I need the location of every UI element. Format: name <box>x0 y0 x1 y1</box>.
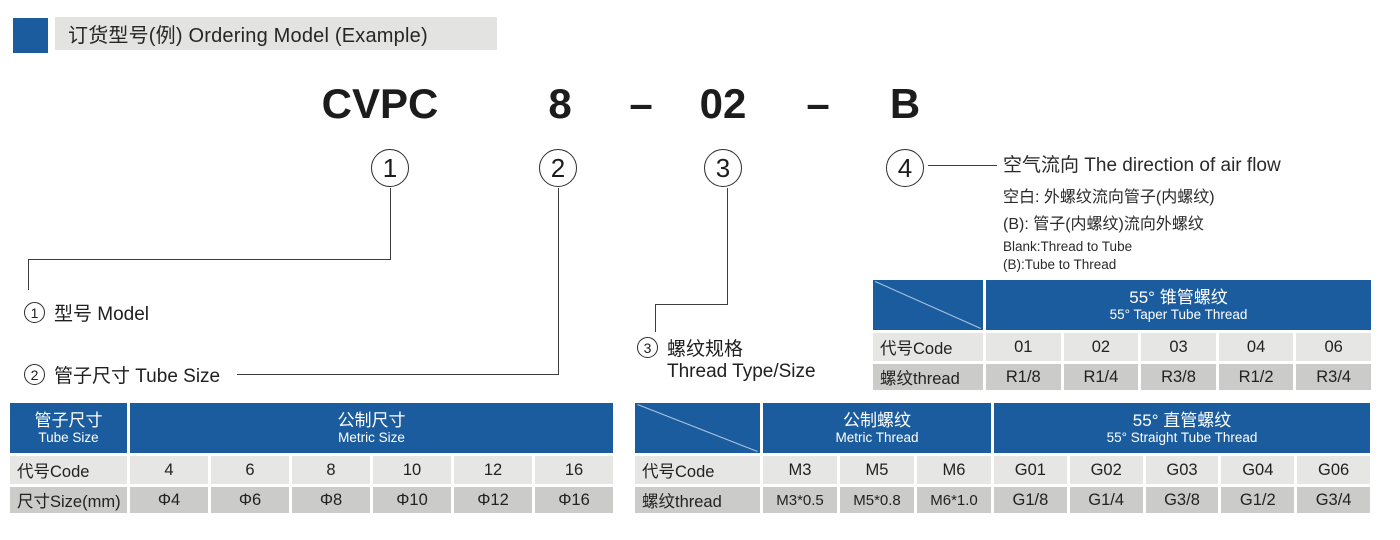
taper-code-cell: 01 <box>986 333 1061 361</box>
callout-2-text: 管子尺寸 Tube Size <box>54 366 221 387</box>
callout-circle-2: 2 <box>539 149 577 187</box>
thread-spec-cell: G1/4 <box>1069 487 1143 513</box>
straight-thread-group-header: 55° 直管螺纹 55° Straight Tube Thread <box>994 403 1370 453</box>
tube-size-cell: Φ16 <box>535 487 613 513</box>
thread-code-cell: G03 <box>1145 456 1219 484</box>
tube-size-row-label: 尺寸Size(mm) <box>10 487 127 513</box>
tube-code-cell: 16 <box>535 456 613 484</box>
thread-code-cell: M3 <box>763 456 837 484</box>
thread-spec-cell: M6*1.0 <box>917 487 991 513</box>
thread-spec-cell: G1/2 <box>1221 487 1295 513</box>
callout-1-text: 型号 Model <box>54 304 150 325</box>
model-code-size: 8 <box>548 80 572 127</box>
thread-table-corner-cell <box>635 403 760 453</box>
tube-table-group-header: 公制尺寸 Metric Size <box>130 403 613 453</box>
callout-1-label: 1 型号 Model <box>24 299 149 326</box>
diagonal-line <box>873 280 983 330</box>
callout-1-number: 1 <box>24 302 45 323</box>
thread-code-cell: G02 <box>1069 456 1143 484</box>
tube-size-table: 管子尺寸 Tube Size 公制尺寸 Metric Size 代号Code 4… <box>10 403 613 513</box>
tube-size-cell: Φ10 <box>373 487 451 513</box>
airflow-line-b-en: (B):Tube to Thread <box>1003 257 1117 272</box>
callout-3-text-zh: 螺纹规格 <box>667 339 744 360</box>
metric-thread-group-header: 公制螺纹 Metric Thread <box>763 403 991 453</box>
thread-type-table: 公制螺纹 Metric Thread 55° 直管螺纹 55° Straight… <box>635 403 1370 513</box>
thread-spec-cell: G1/8 <box>994 487 1067 513</box>
tube-code-cell: 8 <box>292 456 370 484</box>
callout-circle-4: 4 <box>886 149 924 187</box>
taper-code-cell: 03 <box>1141 333 1216 361</box>
tube-code-cell: 6 <box>211 456 289 484</box>
taper-thread-cell: R1/8 <box>986 364 1061 390</box>
tube-size-cell: Φ6 <box>211 487 289 513</box>
taper-thread-cell: R1/2 <box>1218 364 1294 390</box>
airflow-title: 空气流向 The direction of air flow <box>1003 155 1281 176</box>
callout-3-text-en: Thread Type/Size <box>667 361 816 382</box>
tube-table-corner-header: 管子尺寸 Tube Size <box>10 403 127 453</box>
model-code-dash-1: – <box>629 80 653 127</box>
callout-3-label: 3 螺纹规格 <box>637 334 743 361</box>
section-marker-square <box>13 18 48 53</box>
taper-code-cell: 06 <box>1296 333 1371 361</box>
callout-2-label: 2 管子尺寸 Tube Size <box>24 361 220 388</box>
leader-line-1 <box>28 259 391 260</box>
section-title: 订货型号(例) Ordering Model (Example) <box>68 25 428 47</box>
callout-4-block: 空气流向 The direction of air flow 空白: 外螺纹流向… <box>1003 150 1281 272</box>
thread-spec-cell: G3/8 <box>1145 487 1219 513</box>
leader-line-3 <box>655 304 728 305</box>
thread-spec-cell: G3/4 <box>1297 487 1370 513</box>
taper-thread-table: 55° 锥管螺纹 55° Taper Tube Thread 代号Code 01… <box>873 280 1371 390</box>
taper-table-corner-cell <box>873 280 983 330</box>
thread-code-row-label: 代号Code <box>635 456 760 484</box>
taper-code-cell: 04 <box>1218 333 1294 361</box>
leader-line-1 <box>390 188 391 259</box>
model-code-suffix: B <box>889 80 921 127</box>
leader-line-1 <box>28 259 29 290</box>
airflow-line-blank-zh: 空白: 外螺纹流向管子(内螺纹) <box>1003 189 1215 206</box>
tube-code-row-label: 代号Code <box>10 456 127 484</box>
taper-thread-row-label: 螺纹thread <box>873 364 983 390</box>
leader-line-2 <box>237 374 559 375</box>
thread-code-cell: G06 <box>1297 456 1370 484</box>
section-title-bar: 订货型号(例) Ordering Model (Example) <box>55 17 497 50</box>
callout-2-number: 2 <box>24 364 45 385</box>
tube-code-cell: 10 <box>373 456 451 484</box>
model-code-prefix: CVPC <box>321 80 439 127</box>
model-code-thread: 02 <box>699 80 747 127</box>
leader-line-3 <box>727 188 728 305</box>
leader-line-2 <box>558 188 559 374</box>
leader-line-4 <box>928 165 997 166</box>
diagonal-line <box>635 403 760 453</box>
tube-code-cell: 12 <box>454 456 532 484</box>
tube-size-cell: Φ4 <box>130 487 208 513</box>
thread-spec-cell: M5*0.8 <box>840 487 914 513</box>
callout-3-number: 3 <box>637 337 658 358</box>
taper-thread-cell: R1/4 <box>1063 364 1139 390</box>
thread-code-cell: G04 <box>1221 456 1295 484</box>
taper-code-row-label: 代号Code <box>873 333 983 361</box>
taper-table-group-header: 55° 锥管螺纹 55° Taper Tube Thread <box>986 280 1371 330</box>
callout-circle-3: 3 <box>704 149 742 187</box>
thread-code-cell: M5 <box>840 456 914 484</box>
thread-spec-cell: M3*0.5 <box>763 487 837 513</box>
leader-line-3 <box>655 304 656 332</box>
airflow-line-b-zh: (B): 管子(内螺纹)流向外螺纹 <box>1003 216 1204 233</box>
taper-thread-cell: R3/8 <box>1141 364 1216 390</box>
tube-size-cell: Φ12 <box>454 487 532 513</box>
thread-code-cell: G01 <box>994 456 1067 484</box>
callout-circle-1: 1 <box>371 149 409 187</box>
taper-thread-cell: R3/4 <box>1296 364 1371 390</box>
taper-code-cell: 02 <box>1063 333 1139 361</box>
thread-code-cell: M6 <box>917 456 991 484</box>
model-code-dash-2: – <box>806 80 830 127</box>
tube-size-cell: Φ8 <box>292 487 370 513</box>
thread-spec-row-label: 螺纹thread <box>635 487 760 513</box>
airflow-line-blank-en: Blank:Thread to Tube <box>1003 239 1133 254</box>
tube-code-cell: 4 <box>130 456 208 484</box>
